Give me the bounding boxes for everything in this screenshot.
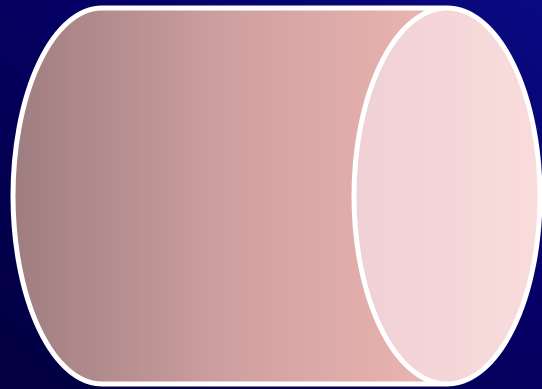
cylinder-end-cap (354, 8, 540, 384)
